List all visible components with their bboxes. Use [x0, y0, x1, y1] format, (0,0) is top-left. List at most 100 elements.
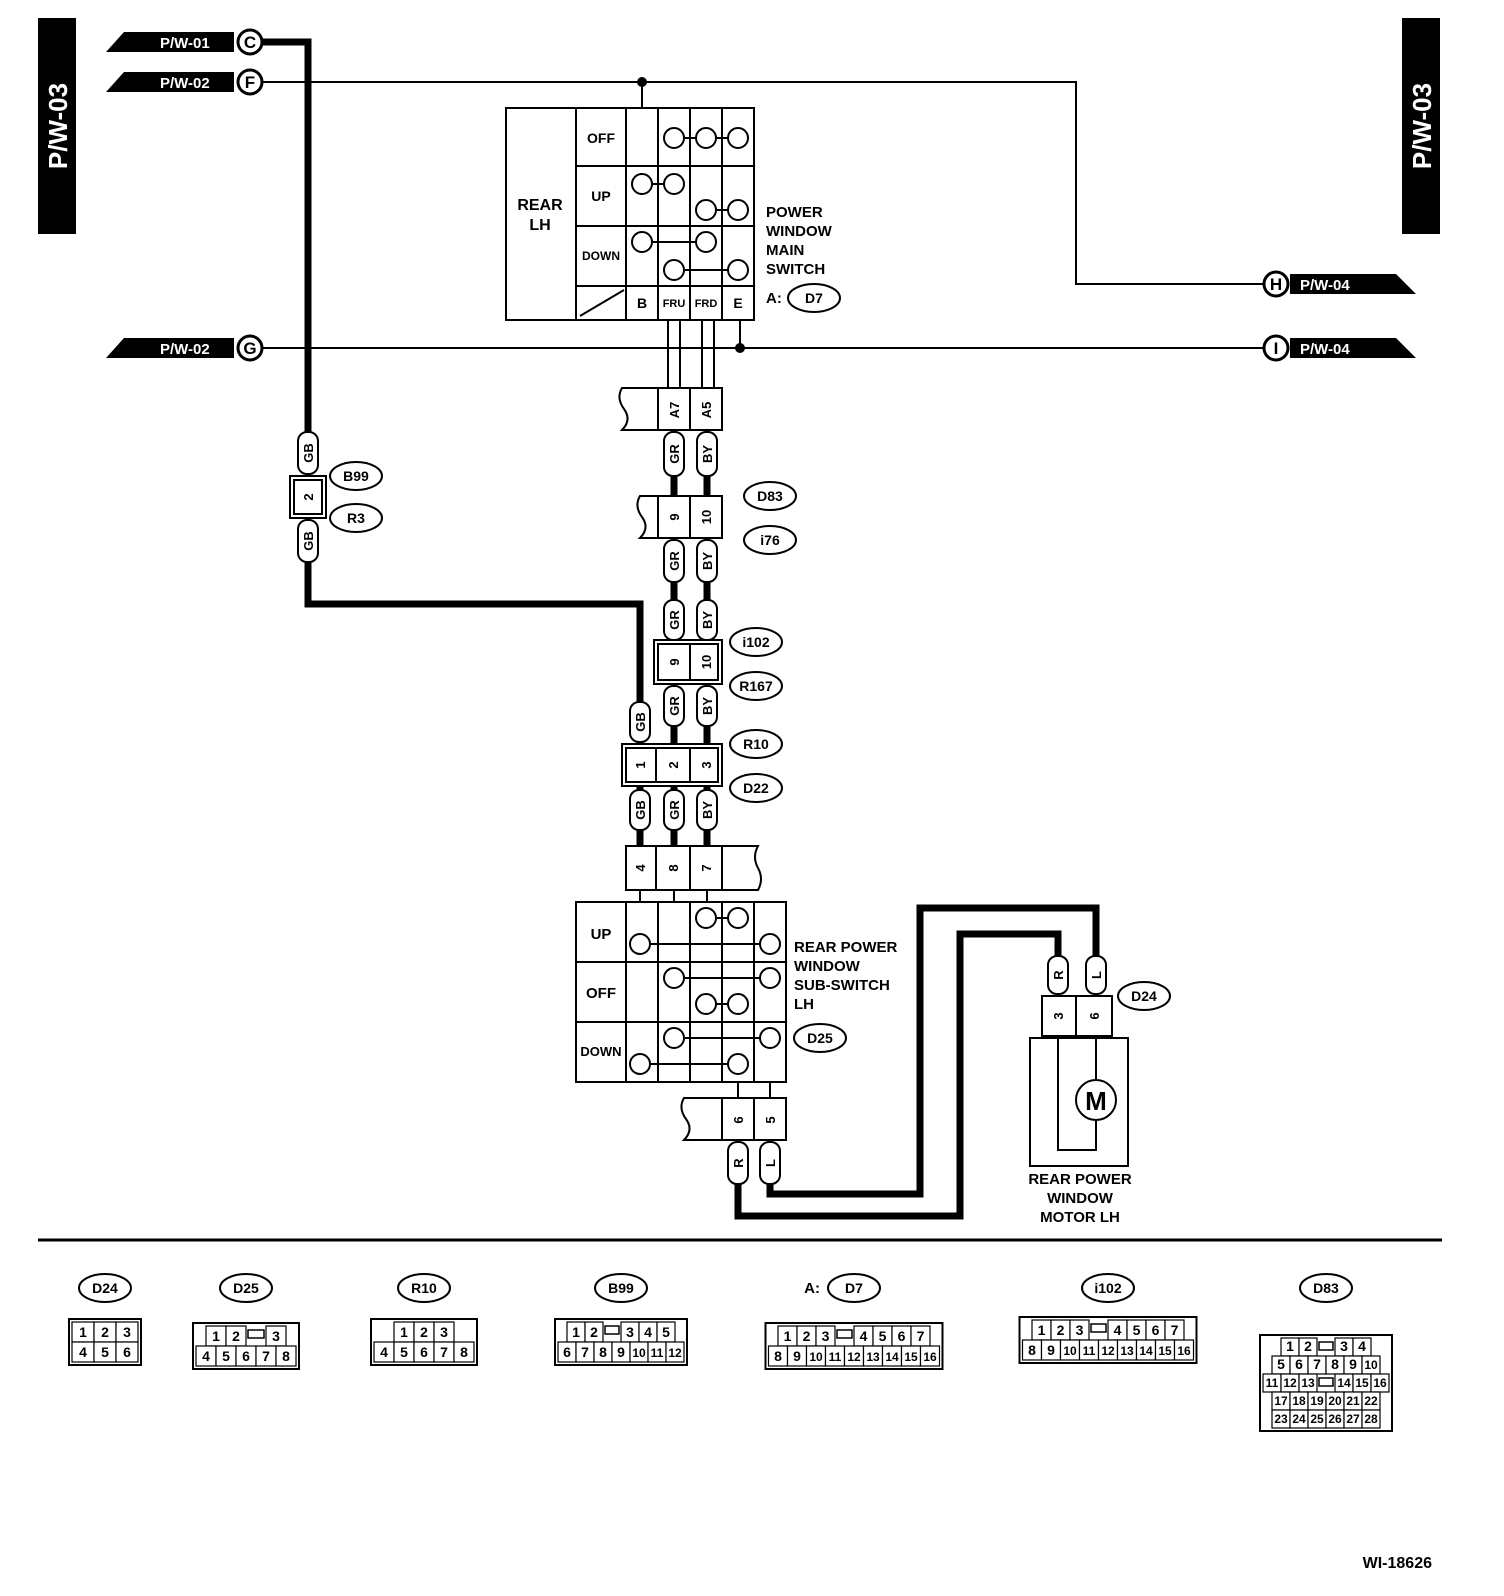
- legend-pin: 20: [1328, 1394, 1342, 1408]
- legend-pin: 7: [1171, 1322, 1179, 1338]
- connector-d24[interactable]: 3 6 D24: [1041, 981, 1171, 1037]
- legend-pin: 23: [1274, 1412, 1288, 1426]
- svg-text:3: 3: [699, 761, 714, 768]
- legend-pin: 9: [617, 1344, 625, 1360]
- legend-pin: 1: [784, 1328, 792, 1344]
- wire-tags-d83: GR BY: [663, 539, 718, 583]
- main-switch[interactable]: REAR LH OFF UP DOWN B FRU FRD E: [505, 107, 755, 321]
- svg-text:POWER: POWER: [766, 204, 823, 221]
- legend-pin: 3: [822, 1328, 830, 1344]
- ref-flag-f[interactable]: P/W-02 F: [106, 68, 264, 96]
- legend-pin: 12: [1101, 1344, 1115, 1358]
- svg-text:R: R: [1051, 970, 1066, 980]
- motor-symbol: M: [1085, 1086, 1107, 1116]
- legend-pin: 4: [79, 1344, 87, 1360]
- svg-text:P/W-02: P/W-02: [160, 341, 210, 358]
- legend-pin: 7: [581, 1344, 589, 1360]
- connector-d25-bottom[interactable]: 6 5: [680, 1097, 787, 1141]
- legend-pin: 2: [803, 1328, 811, 1344]
- svg-text:WINDOW: WINDOW: [766, 223, 833, 240]
- wire-tag-gb-above-r10: GB: [629, 701, 651, 743]
- sub-switch-title: REAR POWER WINDOW SUB-SWITCH LH D25: [793, 939, 898, 1053]
- main-switch-pos-up: UP: [591, 188, 610, 204]
- legend-pin: 5: [1277, 1356, 1285, 1372]
- legend-pin: 10: [1364, 1358, 1378, 1372]
- sub-switch[interactable]: UP OFF DOWN: [575, 901, 787, 1083]
- r10-label: R10: [743, 736, 769, 752]
- svg-text:6: 6: [1087, 1012, 1102, 1019]
- legend-pin: 9: [1349, 1356, 1357, 1372]
- legend-pin: 14: [1337, 1376, 1351, 1390]
- svg-text:MAIN: MAIN: [766, 242, 804, 259]
- main-switch-connector-label: D7: [805, 290, 823, 306]
- legend-pin: 4: [860, 1328, 868, 1344]
- svg-text:P/W-04: P/W-04: [1300, 341, 1350, 358]
- svg-text:WINDOW: WINDOW: [1047, 1190, 1114, 1207]
- svg-text:3: 3: [1051, 1012, 1066, 1019]
- main-switch-side-label-2: LH: [529, 217, 550, 234]
- svg-text:P/W-02: P/W-02: [160, 75, 210, 92]
- connector-d83[interactable]: 9 10 D83 i76: [636, 481, 797, 555]
- svg-text:LH: LH: [794, 996, 814, 1013]
- ref-flag-h[interactable]: H P/W-04: [1262, 270, 1416, 298]
- svg-text:9: 9: [667, 658, 682, 665]
- legend-pin: 10: [809, 1350, 823, 1364]
- legend-pin: 22: [1364, 1394, 1378, 1408]
- ref-flag-g[interactable]: P/W-02 G: [106, 334, 264, 362]
- ref-flag-c[interactable]: P/W-01 C: [106, 28, 264, 56]
- main-switch-term-b: B: [637, 295, 647, 311]
- legend-pin: 21: [1346, 1394, 1360, 1408]
- connector-a[interactable]: A7 A5: [618, 387, 723, 431]
- svg-text:BY: BY: [700, 611, 715, 629]
- i76-label: i76: [760, 532, 780, 548]
- legend-pin: 1: [572, 1324, 580, 1340]
- svg-text:A7: A7: [667, 402, 682, 419]
- legend-pin: 4: [1114, 1322, 1122, 1338]
- legend-pin: 4: [380, 1344, 388, 1360]
- legend-pin: 11: [1266, 1376, 1279, 1390]
- motor-title: REAR POWER WINDOW MOTOR LH: [1028, 1171, 1132, 1226]
- connector-d25-top[interactable]: 4 8 7: [625, 845, 762, 891]
- connector-b99[interactable]: 2 B99 R3: [289, 461, 383, 533]
- legend-pin: 13: [1301, 1376, 1315, 1390]
- legend-pin: 11: [651, 1346, 664, 1360]
- page-tab-right-text: P/W-03: [1407, 83, 1437, 169]
- legend-pin: 13: [1120, 1344, 1134, 1358]
- legend-pin: 4: [202, 1348, 210, 1364]
- legend-pin: 25: [1310, 1412, 1324, 1426]
- svg-text:MOTOR LH: MOTOR LH: [1040, 1209, 1120, 1226]
- svg-text:6: 6: [731, 1116, 746, 1123]
- page-tab-right: P/W-03: [1402, 18, 1440, 234]
- wires: [262, 38, 1264, 1220]
- legend-pin: 2: [1057, 1322, 1065, 1338]
- legend-pin: 5: [662, 1324, 670, 1340]
- svg-text:A5: A5: [699, 402, 714, 419]
- legend-pin: 5: [400, 1344, 408, 1360]
- legend-pin: 11: [829, 1350, 842, 1364]
- legend-pin: 6: [1295, 1356, 1303, 1372]
- svg-text:L: L: [1089, 971, 1104, 979]
- legend-pin: 2: [420, 1324, 428, 1340]
- wire-tags-motor: R L: [1047, 955, 1107, 995]
- legend-pin: 2: [101, 1324, 109, 1340]
- legend-pin: 1: [212, 1328, 220, 1344]
- svg-text:F: F: [245, 73, 255, 92]
- legend-pin: 4: [644, 1324, 652, 1340]
- svg-text:7: 7: [699, 864, 714, 871]
- i102-label: i102: [742, 634, 769, 650]
- ref-flag-i[interactable]: I P/W-04: [1262, 334, 1416, 362]
- svg-text:WINDOW: WINDOW: [794, 958, 861, 975]
- connector-i102[interactable]: 9 10 i102 R167: [653, 627, 783, 701]
- legend-pin: 15: [1355, 1376, 1369, 1390]
- svg-text:GR: GR: [667, 444, 682, 464]
- legend-pin: 2: [590, 1324, 598, 1340]
- legend-pin: 1: [79, 1324, 87, 1340]
- wire-tag-gb-above-b99: GB: [297, 431, 319, 475]
- main-switch-term-frd: FRD: [695, 298, 718, 310]
- legend-label: D7: [845, 1280, 863, 1296]
- connector-r10[interactable]: 1 2 3 R10 D22: [621, 729, 783, 803]
- legend-pin: 14: [885, 1350, 899, 1364]
- motor[interactable]: M: [1029, 1036, 1129, 1167]
